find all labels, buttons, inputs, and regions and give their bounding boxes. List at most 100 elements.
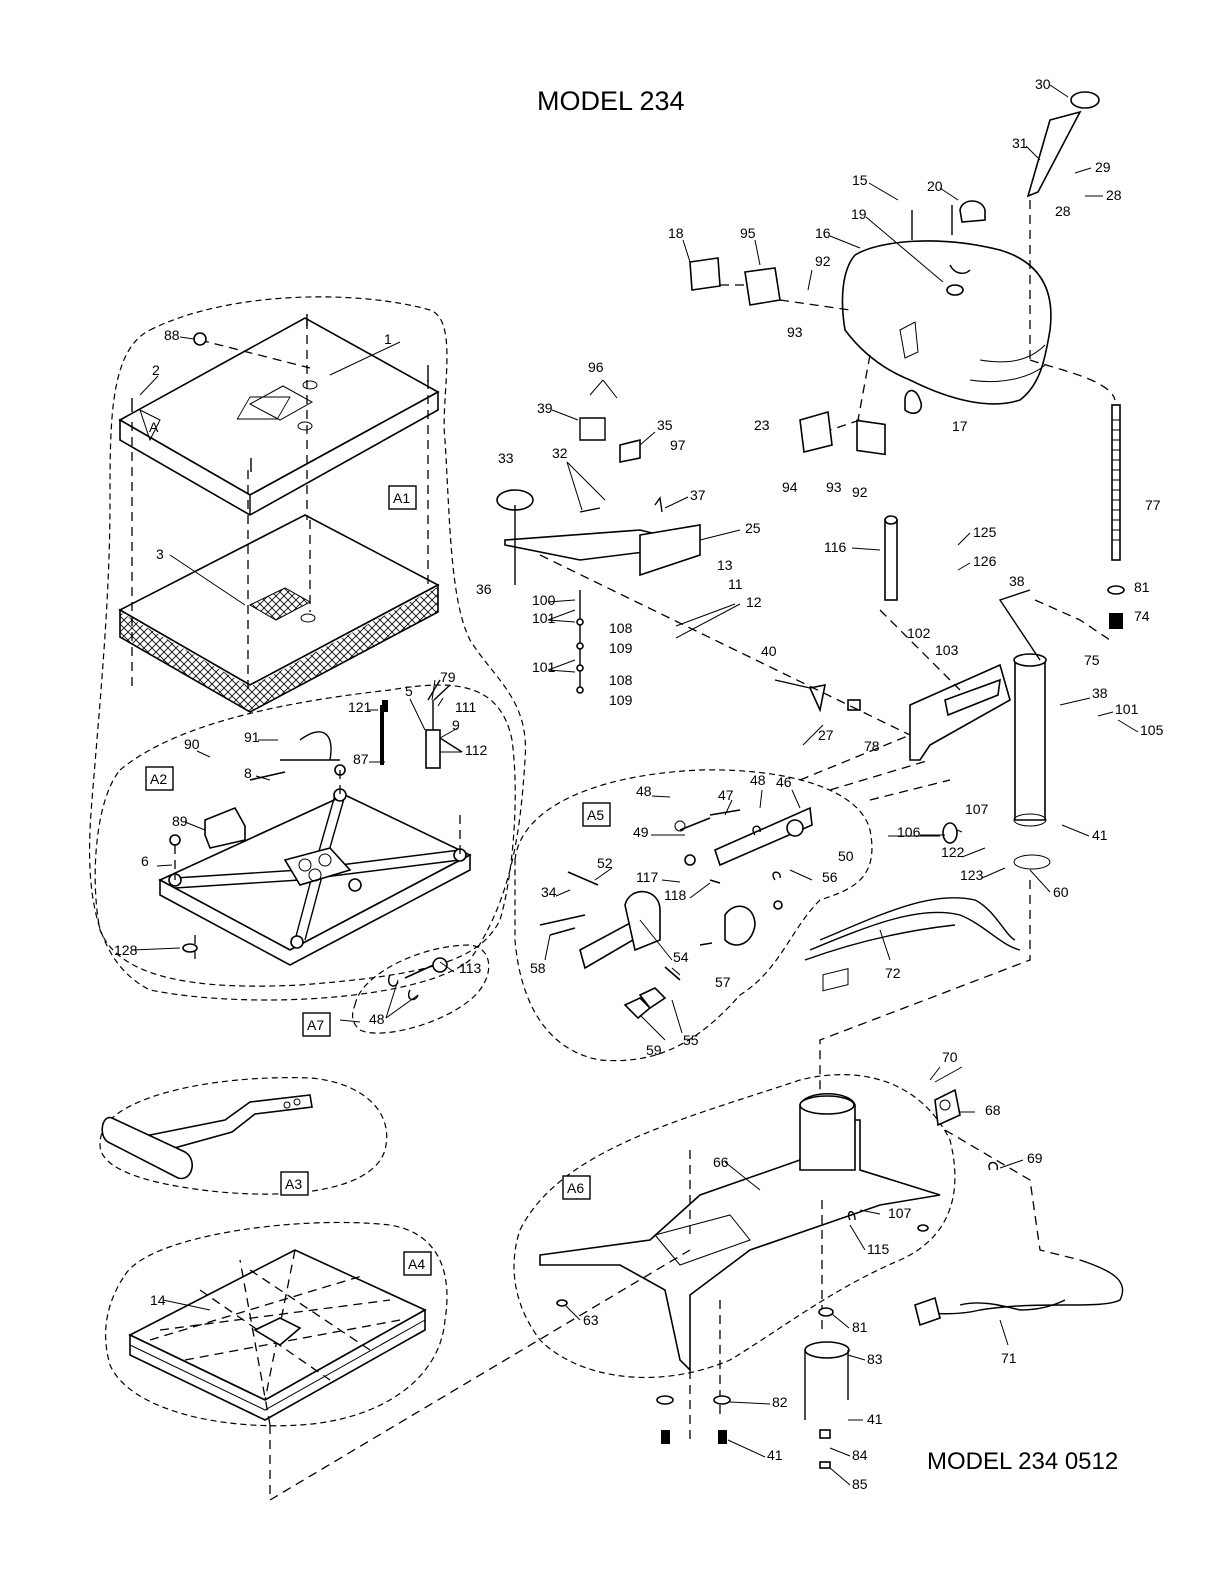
base-assembly — [239, 967, 1124, 1502]
callout: 92 — [815, 253, 831, 269]
callout: 40 — [761, 643, 777, 659]
callout: 38 — [1009, 573, 1025, 589]
callout: 6 — [141, 853, 149, 869]
callout: 52 — [597, 855, 613, 871]
callout: 28 — [1106, 187, 1122, 203]
callout: 95 — [740, 225, 756, 241]
callout: 23 — [754, 417, 770, 433]
callout: 1 — [384, 331, 392, 347]
part-callouts: 30 31 29 28 28 15 20 19 16 1 8 95 92 93 1… — [114, 76, 1164, 1492]
callout: 50 — [838, 848, 854, 864]
callout: 12 — [746, 594, 762, 610]
callout: 81 — [1134, 579, 1150, 595]
callout: 41 — [1092, 827, 1108, 843]
callout: 47 — [718, 787, 734, 803]
callout: 78 — [864, 738, 880, 754]
assembly-label-a7: A7 — [307, 1017, 324, 1033]
callout: 31 — [1012, 135, 1028, 151]
callout: 34 — [541, 884, 557, 900]
callout: 82 — [772, 1394, 788, 1410]
callout: 20 — [927, 178, 943, 194]
callout: 113 — [459, 960, 482, 976]
callout: 63 — [583, 1312, 599, 1328]
callout: 87 — [353, 751, 369, 767]
callout: 84 — [852, 1447, 868, 1463]
callout: 8 — [244, 765, 252, 781]
callout: 32 — [552, 445, 568, 461]
callout: 16 — [815, 225, 831, 241]
callout: 28 — [1055, 203, 1071, 219]
assembly-outlines — [89, 296, 956, 1427]
callout: 126 — [973, 553, 997, 569]
assembly-label-a2: A2 — [150, 771, 167, 787]
callout: 79 — [440, 669, 456, 685]
callout: 3 — [156, 546, 164, 562]
callout: 60 — [1053, 884, 1069, 900]
callout: 103 — [935, 642, 959, 658]
callout: 14 — [150, 1292, 166, 1308]
callout: 72 — [885, 965, 901, 981]
callout: 33 — [498, 450, 514, 466]
callout: 97 — [670, 437, 686, 453]
callout: 35 — [657, 417, 673, 433]
bracket-and-post — [496, 417, 1111, 1100]
base-plate-assembly — [158, 679, 472, 966]
callout: 48 — [636, 783, 652, 799]
callout: 90 — [184, 736, 200, 752]
callout: 55 — [683, 1032, 699, 1048]
callout: 100 — [532, 592, 556, 608]
assembly-label-a6: A6 — [567, 1180, 584, 1196]
assembly-label-a3: A3 — [285, 1176, 302, 1192]
callout: 74 — [1134, 608, 1150, 624]
callout: 128 — [114, 942, 138, 958]
callout: 70 — [942, 1049, 958, 1065]
callout: 93 — [826, 479, 842, 495]
assembly-label-a4: A4 — [408, 1256, 425, 1272]
base-frame — [539, 1119, 941, 1372]
callout: 93 — [787, 324, 803, 340]
callout: 5 — [405, 683, 413, 699]
callout: 49 — [633, 824, 649, 840]
callout: 85 — [852, 1476, 868, 1492]
callout: 41 — [767, 1447, 783, 1463]
motor-housing — [841, 240, 1052, 405]
callout: 116 — [824, 539, 847, 555]
callout: 48 — [750, 772, 766, 788]
seat-assembly — [118, 314, 440, 713]
diagram-footer-code: MODEL 234 0512 — [927, 1448, 1119, 1475]
diagram-title: MODEL 234 — [537, 86, 685, 116]
callout: 54 — [673, 949, 689, 965]
callout: 46 — [776, 774, 792, 790]
callout: 92 — [852, 484, 868, 500]
handle-bar — [148, 1094, 313, 1153]
callout: 112 — [465, 742, 488, 758]
callout: 101 — [532, 610, 556, 626]
callout: 30 — [1035, 76, 1051, 92]
callout: 57 — [715, 974, 731, 990]
callout: 56 — [822, 869, 838, 885]
callout: 29 — [1095, 159, 1111, 175]
assembly-a7-outline — [352, 944, 490, 1034]
callout: 109 — [609, 692, 633, 708]
assembly-a3-outline — [99, 1077, 388, 1195]
callout: 25 — [745, 520, 761, 536]
linkage-assembly — [539, 806, 813, 1020]
callout: 15 — [852, 172, 868, 188]
callout: 122 — [941, 844, 965, 860]
callout: 37 — [690, 487, 706, 503]
callout: 71 — [1001, 1350, 1017, 1366]
callout: 108 — [609, 672, 633, 688]
assembly-a1-outline — [89, 296, 527, 1001]
assembly-a5-outline — [514, 769, 873, 1062]
callout: 75 — [1084, 652, 1100, 668]
callout: 58 — [530, 960, 546, 976]
cushion-assembly — [128, 1249, 427, 1421]
callout: 13 — [717, 557, 733, 573]
callout: 101 — [532, 659, 556, 675]
callout: 36 — [476, 581, 492, 597]
handle-assembly — [101, 1094, 313, 1180]
callout: 88 — [164, 327, 180, 343]
callout: 19 — [851, 206, 867, 222]
callout: 27 — [818, 727, 834, 743]
callout: 111 — [455, 699, 476, 715]
